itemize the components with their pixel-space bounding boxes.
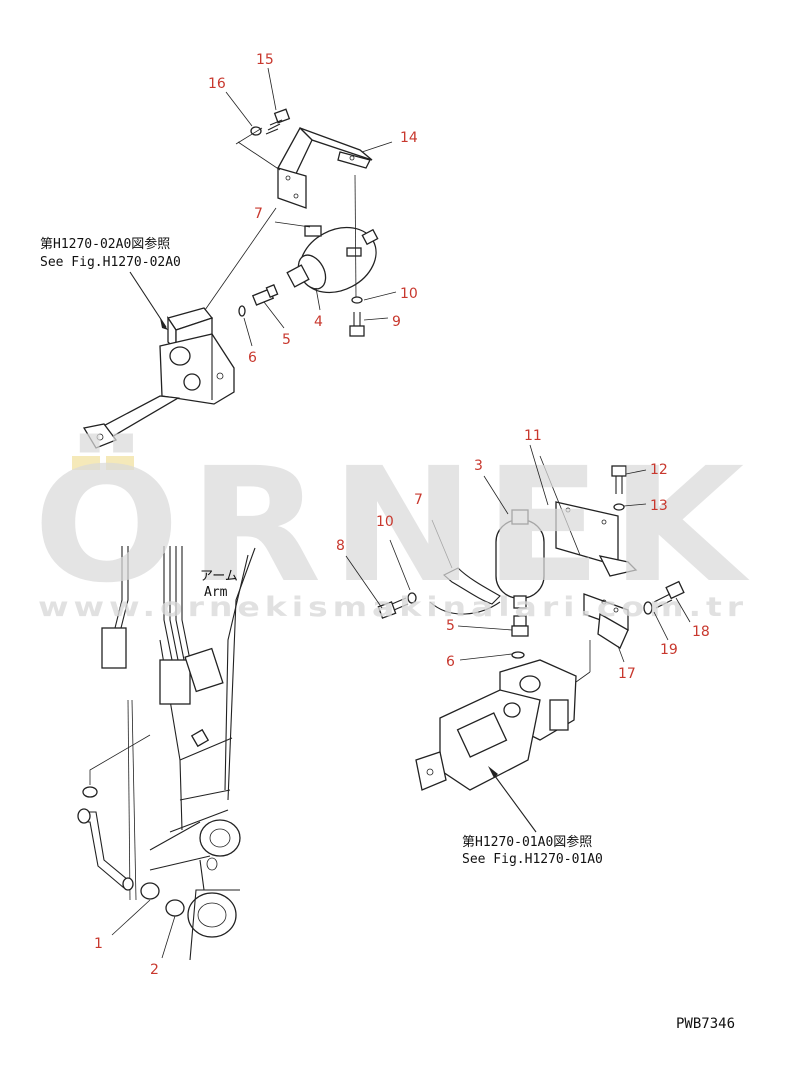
drawing-code: PWB7346 bbox=[676, 1016, 735, 1032]
bolt-9 bbox=[349, 312, 365, 337]
callout-13: 13 bbox=[650, 498, 668, 514]
callout-18: 18 bbox=[692, 624, 710, 640]
callout-6-right: 6 bbox=[446, 654, 455, 670]
clamp-right bbox=[159, 659, 191, 705]
callouts: 15 16 14 7 10 9 4 5 6 11 3 12 13 7 10 8 … bbox=[94, 52, 710, 978]
fitting-2 bbox=[165, 899, 185, 917]
bottom-valve-block bbox=[415, 659, 577, 791]
callout-5-right: 5 bbox=[446, 618, 455, 634]
washer-10b bbox=[407, 592, 417, 604]
bolt-12 bbox=[611, 465, 627, 494]
washer-19 bbox=[643, 601, 653, 615]
callout-4: 4 bbox=[314, 314, 323, 330]
callout-11: 11 bbox=[524, 428, 542, 444]
callout-2: 2 bbox=[150, 962, 159, 978]
arm-label-jp: アーム bbox=[200, 569, 238, 584]
callout-1: 1 bbox=[94, 936, 103, 952]
pipe-1 bbox=[77, 808, 134, 891]
callout-3: 3 bbox=[474, 458, 483, 474]
adapter-5b bbox=[511, 615, 529, 637]
accumulator-3 bbox=[495, 509, 545, 609]
callout-16: 16 bbox=[208, 76, 226, 92]
bolt-15 bbox=[265, 108, 291, 135]
fitting-1 bbox=[140, 882, 160, 900]
callout-15: 15 bbox=[256, 52, 274, 68]
references: 第H1270-02A0図参照 See Fig.H1270-02A0 第H1270… bbox=[40, 236, 735, 1032]
watermark-accent-left bbox=[72, 456, 100, 470]
callout-5-top: 5 bbox=[282, 332, 291, 348]
callout-6-top: 6 bbox=[248, 350, 257, 366]
top-valve-block bbox=[82, 307, 235, 449]
ref-top-en: See Fig.H1270-02A0 bbox=[40, 255, 181, 270]
leader-lines bbox=[225, 67, 691, 663]
arm-label-en: Arm bbox=[204, 585, 228, 600]
right-assembly bbox=[377, 455, 685, 833]
callout-14: 14 bbox=[400, 130, 418, 146]
callout-10-right: 10 bbox=[376, 514, 394, 530]
band-7 bbox=[443, 567, 501, 605]
o-ring-6b bbox=[511, 651, 525, 659]
bracket-11 bbox=[555, 501, 638, 577]
callout-7-top: 7 bbox=[254, 206, 263, 222]
bracket-17 bbox=[583, 593, 629, 649]
accumulator-4 bbox=[286, 225, 379, 294]
washer-13 bbox=[613, 503, 625, 511]
washer-10a bbox=[351, 296, 363, 304]
callout-12: 12 bbox=[650, 462, 668, 478]
clamp-left bbox=[101, 627, 127, 669]
watermark: ÖRNEK www.ornekismakinalari.com.tr bbox=[33, 432, 753, 623]
adapter-5a bbox=[251, 284, 279, 306]
o-ring-6a bbox=[238, 305, 246, 317]
bolt-18 bbox=[653, 580, 685, 609]
top-bracket bbox=[277, 126, 373, 209]
callout-9: 9 bbox=[392, 314, 401, 330]
arm-assembly bbox=[77, 546, 256, 961]
ref-top-jp: 第H1270-02A0図参照 bbox=[40, 236, 170, 252]
ref-bottom-en: See Fig.H1270-01A0 bbox=[462, 852, 603, 867]
watermark-brand: ÖRNEK bbox=[33, 432, 753, 618]
callout-8: 8 bbox=[336, 538, 345, 554]
ref-bottom-jp: 第H1270-01A0図参照 bbox=[462, 834, 592, 850]
callout-19: 19 bbox=[660, 642, 678, 658]
callout-17: 17 bbox=[618, 666, 636, 682]
watermark-url: www.ornekismakinalari.com.tr bbox=[38, 592, 748, 623]
top-assembly bbox=[82, 108, 379, 449]
callout-10-top: 10 bbox=[400, 286, 418, 302]
watermark-accent-right bbox=[106, 456, 134, 470]
bolt-8 bbox=[377, 597, 409, 619]
callout-7-right: 7 bbox=[414, 492, 423, 508]
